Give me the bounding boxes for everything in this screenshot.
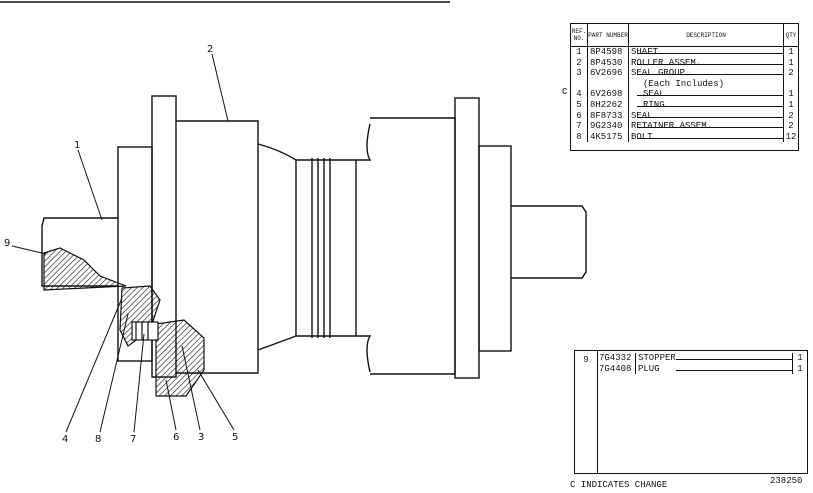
cell-qty <box>784 79 798 90</box>
bolt-head <box>131 321 159 341</box>
cell-qty: 2 <box>788 68 794 79</box>
change-note: C INDICATES CHANGE <box>570 480 668 490</box>
callout-1: 1 <box>74 140 80 151</box>
cell-part: 7G4332 <box>597 353 636 364</box>
parts-table-row: (Each Includes) <box>571 78 798 90</box>
waist-bottom <box>257 335 372 373</box>
cell-qty: 1 <box>788 89 794 100</box>
leader-lines <box>11 53 235 433</box>
cell-qty: 12 <box>785 131 797 142</box>
roller-outline <box>41 95 587 379</box>
cell-desc: SHAFT <box>629 47 784 58</box>
cell-desc: (Each Includes) <box>629 78 784 90</box>
cell-ref <box>571 78 588 90</box>
cell-qty: 1 <box>797 363 803 374</box>
cell-desc: BOLT <box>629 131 784 143</box>
cell-desc: PLUG <box>636 363 793 375</box>
cell-desc: SEAL <box>629 110 784 122</box>
cell-ref: 4 <box>571 89 588 100</box>
callout-2: 2 <box>207 44 213 55</box>
header-qty: QTY <box>785 31 797 39</box>
header-ref: REF. NO. <box>571 24 588 46</box>
parts-table-header: REF. NO. PART NUMBER DESCRIPTION QTY <box>571 24 798 47</box>
callout-7: 7 <box>130 434 136 445</box>
cell-desc: STOPPER <box>636 353 793 364</box>
shaft-section <box>43 247 127 291</box>
right-shaft-end <box>511 205 587 279</box>
right-flange <box>454 97 480 379</box>
cell-part: 4K5175 <box>588 131 629 143</box>
callout-3: 3 <box>198 432 204 443</box>
left-hub <box>176 120 259 374</box>
left-collar <box>117 146 153 362</box>
secondary-ref: 9 <box>583 355 589 365</box>
cell-part: 9G2340 <box>588 121 629 132</box>
cell-part: 8P4598 <box>588 47 629 58</box>
cell-ref: 5 <box>571 99 588 111</box>
cell-part: 8F8733 <box>588 110 629 122</box>
cell-ref: 6 <box>571 110 588 122</box>
cell-desc: RETAINER ASSEM. <box>629 121 784 132</box>
cell-qty: 1 <box>788 47 794 57</box>
drawing-number: 238250 <box>770 476 803 486</box>
seal-ring-section <box>155 319 205 397</box>
cell-ref: 8 <box>571 131 588 143</box>
cell-qty: 1 <box>788 57 794 68</box>
cell-desc: SEAL <box>629 89 784 100</box>
cell-part: 8P4530 <box>588 57 629 69</box>
callout-5: 5 <box>232 432 238 443</box>
cell-ref: 2 <box>571 57 588 69</box>
cell-qty: 2 <box>788 110 794 121</box>
cell-part: 6V2696 <box>588 68 629 79</box>
change-marker: C <box>562 87 568 98</box>
right-hub <box>370 117 456 375</box>
cell-part: 6V2698 <box>588 89 629 100</box>
cell-ref: 3 <box>571 68 588 79</box>
header-part-number: PART NUMBER <box>588 24 629 46</box>
callout-4: 4 <box>62 434 68 445</box>
cell-part <box>588 78 629 90</box>
callout-6: 6 <box>173 432 179 443</box>
header-description: DESCRIPTION <box>629 24 784 46</box>
right-collar <box>478 145 512 352</box>
cell-part: 8H2262 <box>588 99 629 111</box>
callout-9: 9 <box>4 238 10 249</box>
cell-qty: 1 <box>797 353 803 363</box>
seal-section <box>43 247 205 397</box>
cell-ref: 7 <box>571 121 588 132</box>
callout-8: 8 <box>95 434 101 445</box>
cell-desc: RING <box>629 99 784 111</box>
cell-qty: 1 <box>788 99 794 110</box>
cell-part: 7G4408 <box>597 363 636 375</box>
cell-ref: 1 <box>571 47 588 58</box>
cell-desc: SEAL GROUP <box>629 68 784 79</box>
cell-desc: ROLLER ASSEM. <box>629 57 784 69</box>
waist-top <box>257 123 372 161</box>
cell-qty: 2 <box>788 121 794 132</box>
